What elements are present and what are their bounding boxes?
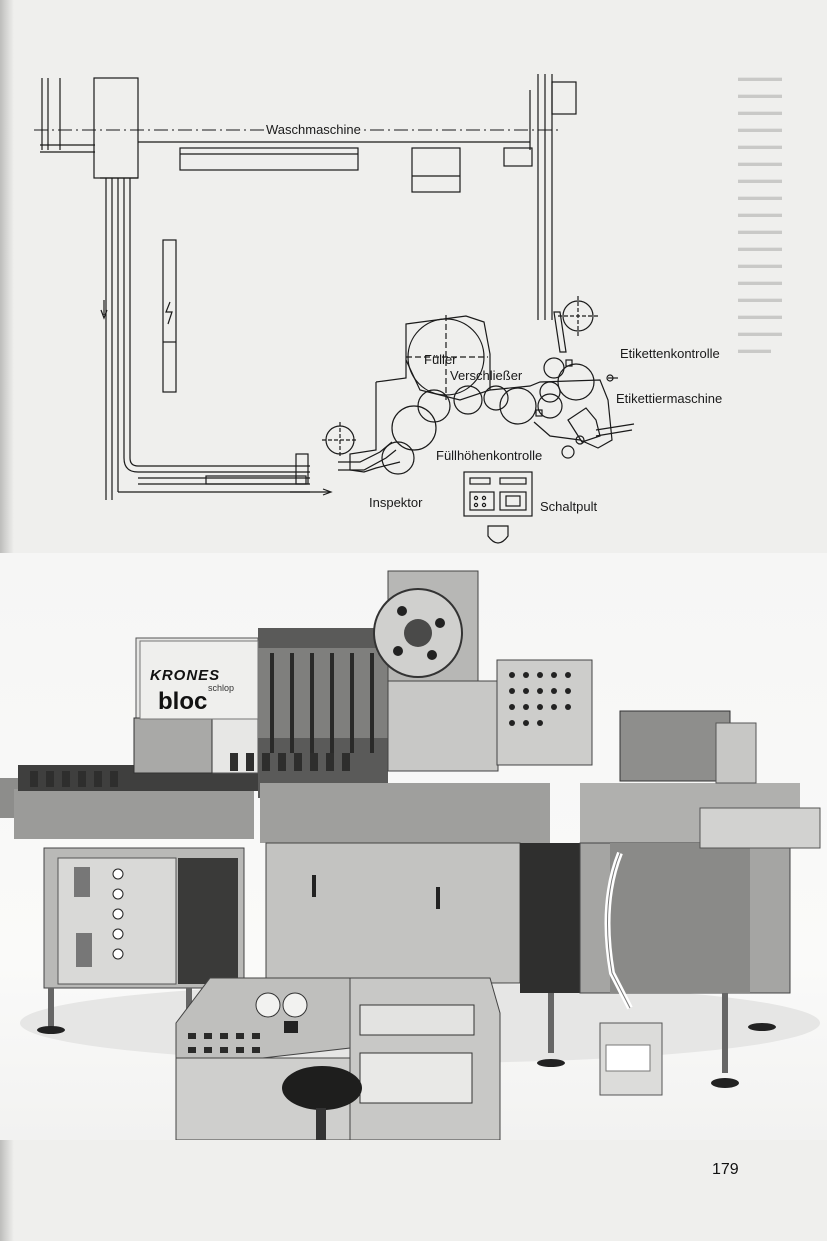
label-schaltpult: Schaltpult	[538, 499, 600, 514]
label-etikettenkontrolle: Etikettenkontrolle	[618, 346, 722, 361]
machine-brand-logo: KRONES	[150, 667, 221, 684]
label-fuellhoehenkontrolle: Füllhöhenkontrolle	[434, 448, 545, 463]
floor-plan-diagram: Waschmaschine Füller Verschließer Etiket…	[20, 60, 810, 560]
label-etikettiermaschine: Etikettiermaschine	[614, 391, 725, 406]
show-through-text: ▬▬▬▬▬▬▬▬▬▬▬▬▬▬▬▬▬▬▬▬▬▬▬▬▬▬▬▬▬▬▬▬▬▬▬▬▬▬▬▬…	[738, 72, 782, 356]
label-inspektor: Inspektor	[367, 495, 425, 510]
machine-photograph	[0, 553, 827, 1140]
machine-model-name: bloc	[158, 688, 208, 715]
label-fueller: Füller	[424, 352, 457, 367]
label-verschliesser: Verschließer	[450, 368, 523, 383]
machine-brand-sub: schlop	[208, 683, 235, 693]
label-waschmaschine: Waschmaschine	[264, 122, 363, 137]
page-number: 179	[712, 1161, 739, 1178]
machine-illustration	[0, 570, 821, 1140]
floor-plan-drawing	[34, 74, 635, 544]
